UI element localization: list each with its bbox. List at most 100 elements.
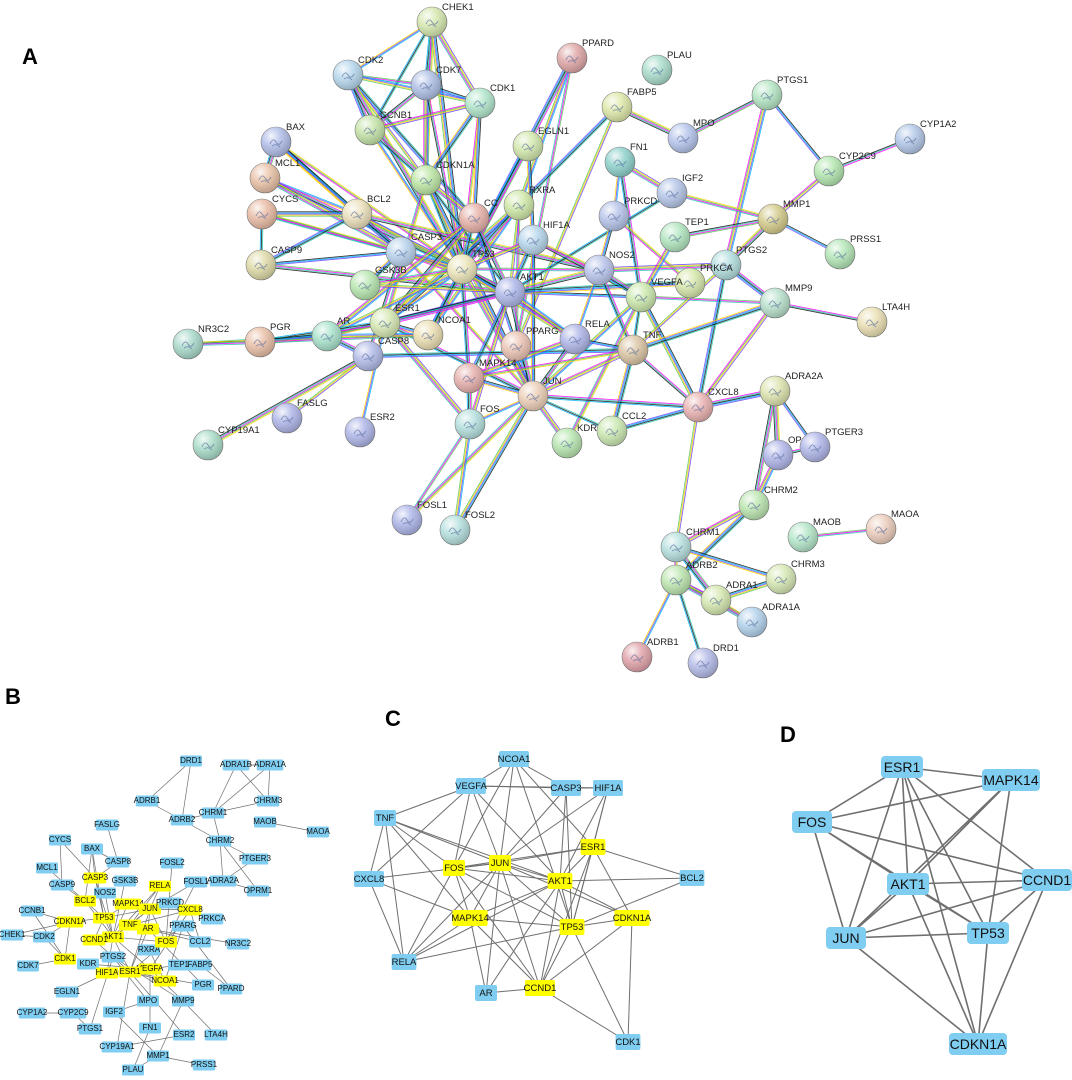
node-ADRA1A[interactable]: ADRA1A xyxy=(254,759,287,771)
node-PLAU[interactable]: PLAU xyxy=(641,50,692,86)
node-HIF1A[interactable]: HIF1A xyxy=(517,220,571,256)
node-CDK7[interactable]: CDK7 xyxy=(17,960,39,972)
node-ADRB1[interactable]: ADRB1 xyxy=(621,637,679,673)
node-KDR[interactable]: KDR xyxy=(77,958,99,970)
node-PRKCA[interactable]: PRKCA xyxy=(198,913,226,925)
node-PTGS1[interactable]: PTGS1 xyxy=(77,1023,104,1035)
node-JUN[interactable]: JUN xyxy=(139,903,161,915)
node-CYP1A2[interactable]: CYP1A2 xyxy=(894,119,956,155)
node-CHRM3[interactable]: CHRM3 xyxy=(254,795,283,807)
node-GSK3B[interactable]: GSK3B xyxy=(112,875,139,887)
node-EGLN1[interactable]: EGLN1 xyxy=(54,986,81,998)
node-MAOB[interactable]: MAOB xyxy=(253,816,277,828)
node-PTGS2[interactable]: PTGS2 xyxy=(100,951,127,963)
node-CDKN1A[interactable]: CDKN1A xyxy=(613,910,652,926)
node-LTA4H[interactable]: LTA4H xyxy=(204,1029,228,1041)
node-CHEK1[interactable]: CHEK1 xyxy=(0,929,26,941)
node-DRD1[interactable]: DRD1 xyxy=(180,755,202,767)
node-PRKCA[interactable]: PRKCA xyxy=(674,263,733,299)
node-FABP5[interactable]: FABP5 xyxy=(601,87,657,123)
node-CHEK1[interactable]: CHEK1 xyxy=(416,2,474,38)
node-CCNB1[interactable]: CCNB1 xyxy=(354,110,412,146)
node-AKT1[interactable]: AKT1 xyxy=(547,873,573,889)
node-PPARG[interactable]: PPARG xyxy=(169,920,197,932)
node-RXRA[interactable]: RXRA xyxy=(503,185,556,221)
node-CYP2C9[interactable]: CYP2C9 xyxy=(57,1007,89,1019)
node-ADRA2A[interactable]: ADRA2A xyxy=(759,371,824,407)
node-HIF1A[interactable]: HIF1A xyxy=(593,780,623,796)
node-FOSL2[interactable]: FOSL2 xyxy=(439,510,495,546)
node-PPARD[interactable]: PPARD xyxy=(556,38,614,74)
node-MAPK14[interactable]: MAPK14 xyxy=(982,769,1040,791)
node-CDK2[interactable]: CDK2 xyxy=(33,931,55,943)
node-VEGFA[interactable]: VEGFA xyxy=(137,963,164,975)
node-ADRB2[interactable]: ADRB2 xyxy=(169,814,196,826)
node-AKT1[interactable]: AKT1 xyxy=(494,272,544,308)
node-BAX[interactable]: BAX xyxy=(260,122,306,158)
node-CXCL8[interactable]: CXCL8 xyxy=(177,904,203,916)
node-EGLN1[interactable]: EGLN1 xyxy=(512,126,569,162)
node-NCOA1[interactable]: NCOA1 xyxy=(412,315,471,351)
node-FASLG[interactable]: FASLG xyxy=(271,398,328,434)
node-MCL1[interactable]: MCL1 xyxy=(249,158,300,194)
node-JUN[interactable]: JUN xyxy=(489,855,511,871)
node-FOS[interactable]: FOS xyxy=(155,936,177,948)
node-ADRB2[interactable]: ADRB2 xyxy=(660,560,718,596)
node-ADRA1A[interactable]: ADRA1A xyxy=(736,602,801,638)
node-MMP9[interactable]: MMP9 xyxy=(171,995,195,1007)
node-CCND1[interactable]: CCND1 xyxy=(80,934,108,946)
node-HIF1A[interactable]: HIF1A xyxy=(96,967,119,979)
node-VEGFA[interactable]: VEGFA xyxy=(455,778,487,794)
node-NR3C2[interactable]: NR3C2 xyxy=(225,938,252,950)
node-CCND1[interactable]: CCND1 xyxy=(524,980,557,996)
node-MCL1[interactable]: MCL1 xyxy=(36,862,58,874)
node-CXCL8[interactable]: CXCL8 xyxy=(354,871,385,887)
node-CYCS[interactable]: CYCS xyxy=(246,194,298,230)
node-OPRM1[interactable]: OPRM1 xyxy=(244,885,273,897)
node-MPO[interactable]: MPO xyxy=(137,995,159,1007)
node-ADRA1B[interactable]: ADRA1 xyxy=(700,580,758,616)
node-PTGER3[interactable]: PTGER3 xyxy=(799,427,863,463)
node-JUN[interactable]: JUN xyxy=(517,376,562,412)
node-OPRM1[interactable]: OP xyxy=(762,435,802,471)
node-PRSS1[interactable]: PRSS1 xyxy=(191,1059,218,1071)
node-CYCS[interactable]: CYCS xyxy=(49,834,71,846)
node-CCNB1[interactable]: CCNB1 xyxy=(18,905,46,917)
node-CASP3[interactable]: CASP3 xyxy=(550,780,582,796)
node-RXRA[interactable]: RXRA xyxy=(138,944,161,956)
node-TEP1[interactable]: TEP1 xyxy=(168,959,190,971)
node-CASP3[interactable]: CASP3 xyxy=(82,872,109,884)
node-CYP1A2[interactable]: CYP1A2 xyxy=(17,1007,48,1019)
node-MAPK14[interactable]: MAPK14 xyxy=(453,358,517,394)
node-PTGS1[interactable]: PTGS1 xyxy=(751,75,808,111)
node-AKT1[interactable]: AKT1 xyxy=(102,931,124,943)
node-PLAU[interactable]: PLAU xyxy=(122,1064,144,1076)
node-FASLG[interactable]: FASLG xyxy=(94,819,120,831)
node-PGR[interactable]: PGR xyxy=(192,979,214,991)
node-NCOA1[interactable]: NCOA1 xyxy=(151,975,179,987)
node-MMP1[interactable]: MMP1 xyxy=(757,199,810,235)
node-BCL2[interactable]: BCL2 xyxy=(679,870,705,886)
node-BCL2[interactable]: BCL2 xyxy=(341,194,391,230)
node-AR[interactable]: AR xyxy=(475,985,497,1001)
node-FOSL1[interactable]: FOSL1 xyxy=(391,500,447,536)
node-VEGFA[interactable]: VEGFA xyxy=(625,277,683,313)
node-CDK2[interactable]: CDK2 xyxy=(332,55,383,91)
node-MAOA[interactable]: MAOA xyxy=(865,509,920,545)
node-CASP8[interactable]: CASP8 xyxy=(352,336,409,372)
node-FOSL2[interactable]: FOSL2 xyxy=(159,857,185,869)
node-ESR1[interactable]: ESR1 xyxy=(119,966,141,978)
node-FABP5[interactable]: FABP5 xyxy=(188,959,213,971)
node-PRKCD[interactable]: PRKCD xyxy=(598,196,657,232)
node-PTGER3[interactable]: PTGER3 xyxy=(239,853,272,865)
node-PRKCD[interactable]: PRKCD xyxy=(156,897,184,909)
node-ESR2[interactable]: ESR2 xyxy=(344,412,395,448)
node-AKT1[interactable]: AKT1 xyxy=(887,873,929,895)
node-PPARD[interactable]: PPARD xyxy=(218,983,245,995)
node-CASP3[interactable]: CASP3 xyxy=(385,232,442,268)
node-MMP9[interactable]: MMP9 xyxy=(759,283,812,319)
node-CHRM2[interactable]: CHRM2 xyxy=(738,485,798,521)
node-TNF[interactable]: TNF xyxy=(617,330,662,366)
node-MPO[interactable]: MPO xyxy=(667,118,715,154)
node-CCL2[interactable]: CCL2 xyxy=(189,936,211,948)
